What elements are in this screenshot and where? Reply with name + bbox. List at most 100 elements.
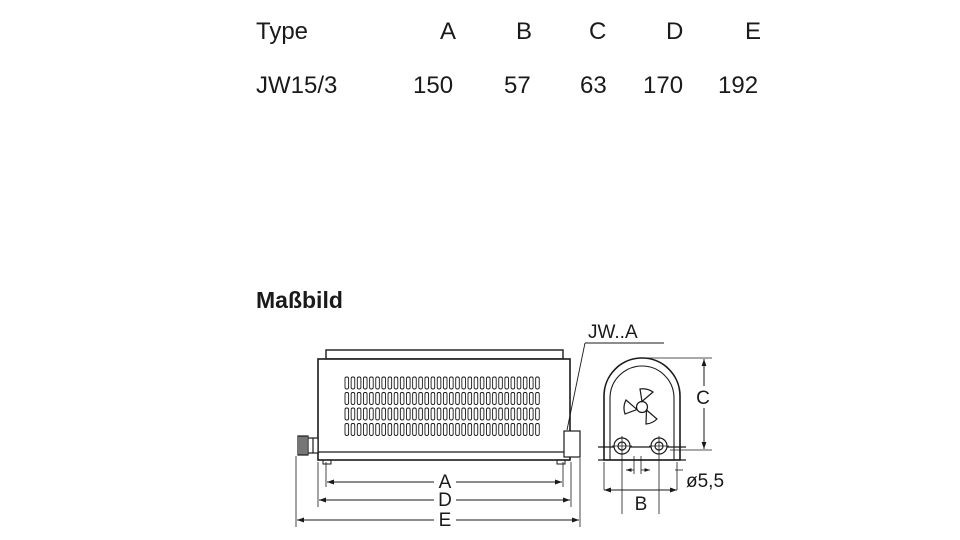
ventilation-slot (424, 392, 430, 405)
ventilation-slot (418, 376, 423, 390)
ventilation-slot (412, 392, 417, 405)
ventilation-slot (430, 392, 436, 405)
ventilation-slot (486, 407, 491, 421)
ventilation-slot (504, 376, 509, 390)
header-d: D (666, 18, 684, 45)
ventilation-slot (529, 423, 534, 436)
ventilation-slot (510, 376, 516, 390)
ventilation-slot (473, 376, 479, 390)
ventilation-slot (356, 392, 362, 405)
ventilation-slot (375, 392, 380, 405)
ventilation-slot (529, 376, 534, 390)
cell-a: 150 (413, 72, 454, 99)
ventilation-slot (479, 376, 485, 390)
ventilation-slot (363, 392, 368, 405)
ventilation-slot (492, 376, 497, 390)
ventilation-slot (363, 376, 368, 390)
ventilation-slot (344, 392, 350, 405)
ventilation-slot (510, 407, 516, 421)
ventilation-slot (442, 392, 448, 405)
ventilation-slot (418, 392, 423, 405)
ventilation-slot (418, 407, 423, 421)
ventilation-slot (535, 423, 540, 436)
terminal-right (563, 430, 581, 458)
top-cap (325, 349, 564, 360)
header-e: E (745, 18, 762, 45)
ventilation-slot (375, 407, 380, 421)
drawing-title: Maßbild (256, 287, 343, 313)
ventilation-slot (406, 423, 411, 436)
ventilation-slot (455, 376, 460, 390)
ventilation-slot (486, 376, 491, 390)
ventilation-slot (387, 392, 393, 405)
ventilation-slot (375, 376, 380, 390)
dim-label-e: E (439, 510, 452, 531)
callout-leader (566, 342, 664, 431)
ventilation-slot (406, 376, 411, 390)
ventilation-slot (344, 423, 350, 436)
ventilation-slot (467, 392, 473, 405)
ventilation-slot (455, 407, 460, 421)
ventilation-slot (442, 376, 448, 390)
ventilation-slot (473, 423, 479, 436)
ventilation-slot (522, 407, 528, 421)
ventilation-slot (504, 407, 509, 421)
ventilation-slot (344, 407, 350, 421)
ventilation-slot (516, 407, 522, 421)
dim-label-c: C (696, 388, 710, 409)
header-b: B (516, 18, 533, 45)
ventilation-slot (399, 407, 405, 421)
ventilation-slot (356, 423, 362, 436)
ventilation-slot (467, 376, 473, 390)
ventilation-slot (381, 376, 386, 390)
ventilation-slot (535, 407, 540, 421)
ventilation-slot (363, 423, 368, 436)
terminal-left (297, 435, 319, 456)
ventilation-slot (479, 407, 485, 421)
ventilation-slot (504, 423, 509, 436)
ventilation-slot (430, 376, 436, 390)
ventilation-slot (418, 423, 423, 436)
cell-c: 63 (580, 72, 607, 99)
ventilation-slot (461, 376, 466, 390)
ventilation-slot (449, 376, 454, 390)
ventilation-slot (535, 392, 540, 405)
cell-b: 57 (504, 72, 531, 99)
ventilation-slot (522, 423, 528, 436)
ventilation-slot (406, 392, 411, 405)
ventilation-slot (516, 392, 522, 405)
side-view (598, 357, 686, 461)
cell-d: 170 (643, 72, 684, 99)
ventilation-slot (486, 423, 491, 436)
ventilation-slot (498, 423, 503, 436)
ventilation-slot (393, 392, 399, 405)
ventilation-slot (522, 376, 528, 390)
hole-label: ø5,5 (686, 471, 724, 492)
ventilation-slot (406, 407, 411, 421)
ventilation-slot (350, 407, 356, 421)
ventilation-slot (412, 376, 417, 390)
ventilation-slot (381, 407, 386, 421)
ventilation-slot (381, 392, 386, 405)
ventilation-slot (436, 423, 442, 436)
ventilation-slot (510, 423, 516, 436)
ventilation-slot (430, 423, 436, 436)
ventilation-slot (412, 407, 417, 421)
ventilation-slot (387, 376, 393, 390)
ventilation-slot (467, 407, 473, 421)
ventilation-slot (461, 423, 466, 436)
ventilation-slot (510, 392, 516, 405)
ventilation-slot (504, 392, 509, 405)
ventilation-slot (498, 392, 503, 405)
ventilation-slot (369, 407, 374, 421)
ventilation-slot (436, 392, 442, 405)
ventilation-slot (369, 392, 374, 405)
ventilation-slot (473, 407, 479, 421)
ventilation-slot (399, 392, 405, 405)
ventilation-slot (393, 407, 399, 421)
ventilation-slot (442, 407, 448, 421)
ventilation-slot (449, 423, 454, 436)
ventilation-slot (522, 392, 528, 405)
ventilation-slot (473, 392, 479, 405)
ventilation-slot (356, 376, 362, 390)
